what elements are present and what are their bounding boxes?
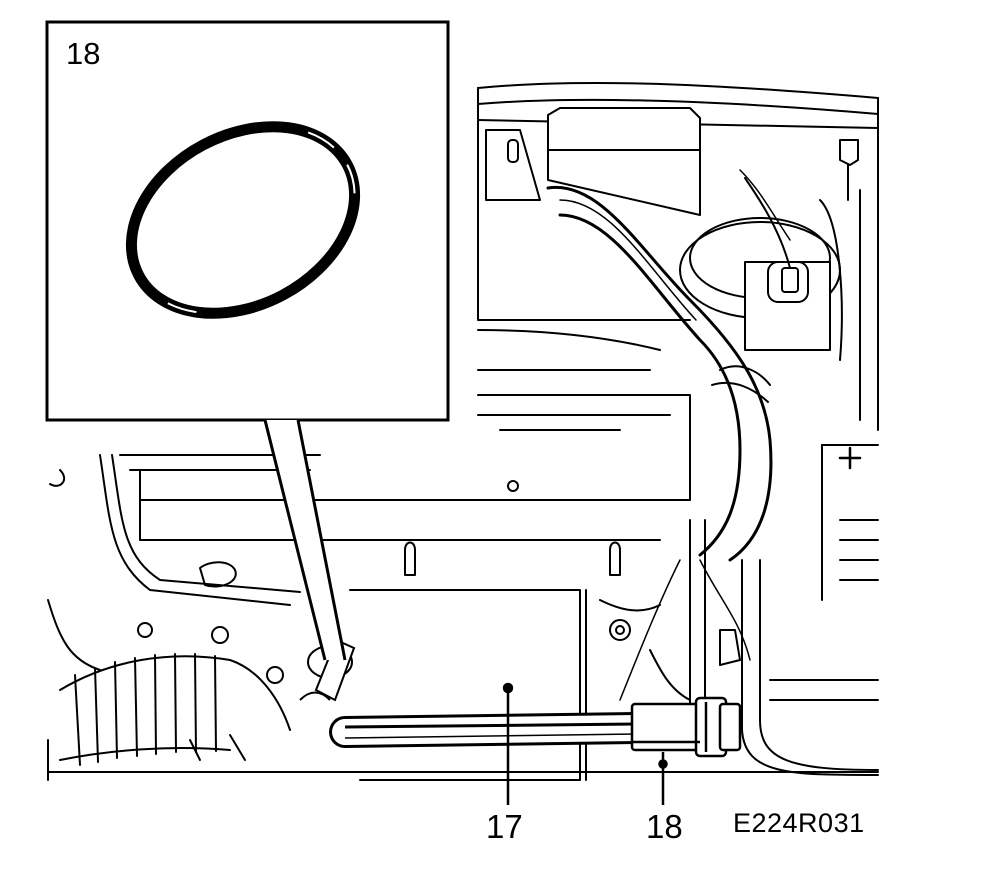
leader-18-dot <box>658 759 668 769</box>
pipe-connector <box>630 696 742 758</box>
figure-code: E224R031 <box>733 808 865 838</box>
inset-number-label: 18 <box>66 36 101 71</box>
o-ring-seal-illustration <box>125 121 361 319</box>
leader-17-dot <box>502 682 514 694</box>
callout-label-18: 18 <box>646 808 683 845</box>
callout-leaders <box>502 682 668 805</box>
coolant-pipe <box>329 712 656 748</box>
engine-bay-background <box>47 81 879 781</box>
callout-label-17: 17 <box>486 808 523 845</box>
inset-panel <box>45 20 450 661</box>
